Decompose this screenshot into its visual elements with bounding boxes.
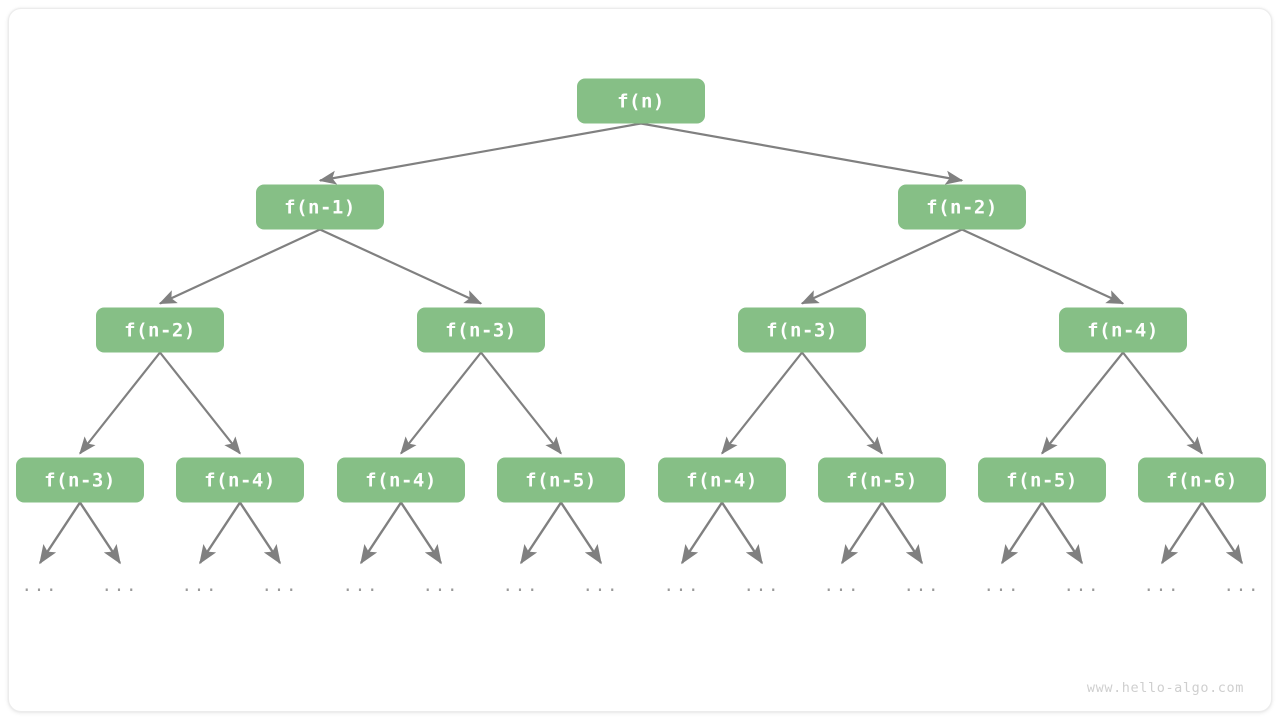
node-box [417,307,545,353]
node-label: f(n-2) [926,197,998,219]
tree-edges [79,122,1203,455]
ellipsis-label: ... [1224,576,1261,596]
tree-ellipses: ........................................… [22,576,1261,596]
ellipsis-label: ... [744,576,781,596]
node-label: f(n-3) [445,320,517,342]
tree-leaf-edge [399,501,443,565]
ellipsis-label: ... [102,576,139,596]
node-box [738,307,866,353]
tree-node[interactable]: f(n-5) [818,457,946,503]
node-box [658,457,786,503]
tree-leaf-edge [78,501,122,565]
tree-leaf-edge [680,501,724,565]
tree-leaf-edge [519,501,563,565]
node-label: f(n-3) [766,320,838,342]
node-box [577,78,705,124]
node-label: f(n-4) [686,470,758,492]
tree-leaf-edge [1040,501,1084,565]
tree-leaf-edge [559,501,603,565]
tree-leaf-edge [880,501,924,565]
node-box [497,457,625,503]
tree-leaf-edge [1160,501,1204,565]
node-label: f(n-4) [365,470,437,492]
node-label: f(n-5) [846,470,918,492]
node-box [96,307,224,353]
ellipsis-label: ... [824,576,861,596]
tree-edge [318,122,642,185]
tree-node[interactable]: f(n-4) [337,457,465,503]
ellipsis-label: ... [1144,576,1181,596]
tree-edge [79,351,161,455]
node-label: f(n-5) [525,470,597,492]
tree-leaf-edge [1200,501,1244,565]
tree-edge [480,351,562,455]
tree-node[interactable]: f(n-1) [256,184,384,230]
node-label: f(n-1) [284,197,356,219]
ellipsis-label: ... [583,576,620,596]
node-box [898,184,1026,230]
tree-leaf-edge [38,501,82,565]
tree-node[interactable]: f(n) [577,78,705,124]
tree-edge [800,228,963,305]
tree-node[interactable]: f(n-5) [497,457,625,503]
ellipsis-label: ... [1064,576,1101,596]
ellipsis-label: ... [343,576,380,596]
node-box [1059,307,1187,353]
node-box [176,457,304,503]
ellipsis-label: ... [503,576,540,596]
watermark: www.hello-algo.com [1086,680,1244,696]
node-label: f(n-5) [1006,470,1078,492]
node-label: f(n) [617,91,665,113]
tree-node[interactable]: f(n-3) [16,457,144,503]
tree-node[interactable]: f(n-5) [978,457,1106,503]
tree-edge [721,351,803,455]
ellipsis-label: ... [664,576,701,596]
tree-nodes: f(n) f(n-1) f(n-2) f(n-2) f(n-3) f(n-3) f(n-4)… [16,78,1266,503]
diagram-card [8,8,1272,712]
tree-edge [319,228,483,305]
node-box [337,457,465,503]
tree-node[interactable]: f(n-6) [1138,457,1266,503]
node-box [978,457,1106,503]
node-label: f(n-6) [1166,470,1238,492]
tree-leaf-edge [359,501,403,565]
ellipsis-label: ... [904,576,941,596]
tree-node[interactable]: f(n-2) [96,307,224,353]
tree-node[interactable]: f(n-4) [176,457,304,503]
ellipsis-label: ... [182,576,219,596]
tree-edge [158,228,321,305]
ellipsis-label: ... [984,576,1021,596]
tree-node[interactable]: f(n-2) [898,184,1026,230]
tree-edge [1041,351,1124,455]
tree-node[interactable]: f(n-4) [1059,307,1187,353]
ellipsis-label: ... [262,576,299,596]
tree-leaf-edge [840,501,884,565]
tree-leaf-edge [720,501,764,565]
node-box [256,184,384,230]
tree-edge [1122,351,1203,455]
tree-edge [961,228,1125,305]
node-label: f(n-4) [1087,320,1159,342]
tree-leaf-edge [1000,501,1044,565]
tree-leaf-edge [238,501,282,565]
tree-edge [159,351,241,455]
node-label: f(n-2) [124,320,196,342]
node-box [818,457,946,503]
tree-edge [801,351,883,455]
node-label: f(n-3) [44,470,116,492]
node-label: f(n-4) [204,470,276,492]
tree-leaf-edge [198,501,242,565]
tree-node[interactable]: f(n-3) [738,307,866,353]
tree-edge [400,351,482,455]
node-box [16,457,144,503]
tree-leaf-edges [38,501,1244,565]
ellipsis-label: ... [22,576,59,596]
tree-node[interactable]: f(n-4) [658,457,786,503]
ellipsis-label: ... [423,576,460,596]
tree-edge [640,122,964,185]
node-box [1138,457,1266,503]
tree-node[interactable]: f(n-3) [417,307,545,353]
